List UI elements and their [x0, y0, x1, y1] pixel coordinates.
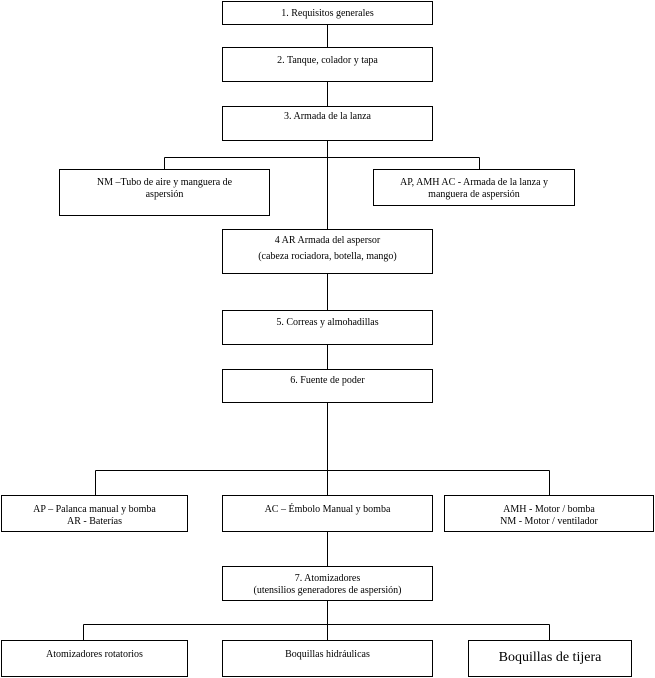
node-6-fuente: 6. Fuente de poder	[222, 369, 433, 403]
node-label: Boquillas hidráulicas	[285, 649, 370, 660]
node-label: NM –Tubo de aire y manguera de aspersión	[96, 177, 233, 200]
node-boquillas-tijera: Boquillas de tijera	[468, 640, 632, 677]
node-boquillas-hidraulicas: Boquillas hidráulicas	[222, 640, 433, 677]
node-amh-nm-power: AMH - Motor / bomba NM - Motor / ventila…	[444, 495, 654, 532]
node-label: AC – Émbolo Manual y bomba	[264, 504, 391, 515]
node-2-tanque: 2. Tanque, colador y tapa	[222, 47, 433, 82]
node-4-aspersor: 4 AR Armada del aspersor (cabeza rociado…	[222, 229, 433, 274]
node-label: AP, AMH AC - Armada de la lanza y mangue…	[399, 177, 549, 200]
node-ap-ar-power: AP – Palanca manual y bomba AR - Batería…	[1, 495, 188, 532]
node-7-atomizadores: 7. Atomizadores (utensilios generadores …	[222, 566, 433, 601]
node-ac-power: AC – Émbolo Manual y bomba	[222, 495, 433, 532]
node-label: AP – Palanca manual y bomba AR - Batería…	[33, 504, 156, 527]
node-label: 6. Fuente de poder	[290, 375, 365, 386]
node-ap-amh-ac-lanza: AP, AMH AC - Armada de la lanza y mangue…	[373, 169, 575, 206]
node-label: AMH - Motor / bomba NM - Motor / ventila…	[500, 504, 598, 527]
node-label-line1: 4 AR Armada del aspersor	[274, 235, 381, 246]
node-label-line2: (cabeza rociadora, botella, mango)	[258, 251, 397, 262]
node-label: Boquillas de tijera	[498, 650, 602, 665]
node-3-lanza: 3. Armada de la lanza	[222, 106, 433, 141]
node-label: 1. Requisitos generales	[281, 8, 374, 19]
node-5-correas: 5. Correas y almohadillas	[222, 310, 433, 345]
node-label: 2. Tanque, colador y tapa	[277, 55, 378, 66]
node-1-requisitos: 1. Requisitos generales	[222, 1, 433, 25]
node-label: Atomizadores rotatorios	[46, 649, 143, 660]
node-atomizadores-rotatorios: Atomizadores rotatorios	[1, 640, 188, 677]
node-nm-tubo: NM –Tubo de aire y manguera de aspersión	[59, 169, 270, 216]
node-label: 7. Atomizadores (utensilios generadores …	[253, 573, 402, 596]
node-label: 5. Correas y almohadillas	[276, 317, 379, 328]
node-label: 3. Armada de la lanza	[284, 111, 371, 122]
